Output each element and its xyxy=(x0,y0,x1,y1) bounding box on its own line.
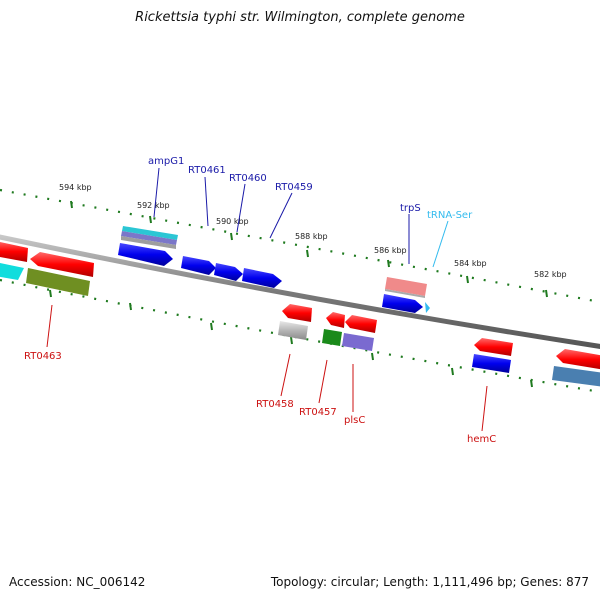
label-tRNA-Ser: tRNA-Ser xyxy=(427,210,473,221)
gene-tRNA-Ser[interactable] xyxy=(425,302,430,313)
genome-summary-text: Topology: circular; Length: 1,111,496 bp… xyxy=(270,575,589,589)
gene-hemC[interactable] xyxy=(472,338,513,373)
label-leaders xyxy=(46,167,488,432)
label-RT0461: RT0461 xyxy=(188,165,226,176)
gene-ampG1[interactable] xyxy=(118,243,173,266)
label-hemC: hemC xyxy=(467,434,496,445)
gene-RT0457[interactable] xyxy=(322,312,345,346)
label-RT0459: RT0459 xyxy=(275,182,313,193)
gene-RT0463-pair-left[interactable] xyxy=(0,241,28,280)
feature-trpS[interactable] xyxy=(385,277,427,298)
feature-ampG1[interactable] xyxy=(121,226,178,249)
label-RT0463: RT0463 xyxy=(24,351,62,362)
label-RT0458: RT0458 xyxy=(256,399,294,410)
label-trpS: trpS xyxy=(400,203,421,214)
map-title: Rickettsia typhi str. Wilmington, comple… xyxy=(135,10,465,25)
inner-ruler-ticks xyxy=(49,289,533,388)
gene-RT0459[interactable] xyxy=(242,268,282,288)
ruler-label-588: 588 kbp xyxy=(295,232,328,241)
inner-ruler-track xyxy=(0,278,600,394)
ruler-label-590: 590 kbp xyxy=(216,217,249,226)
gene-RT0461[interactable] xyxy=(181,256,216,275)
gene-RT0458[interactable] xyxy=(278,304,312,340)
gene-plsC[interactable] xyxy=(342,315,377,351)
label-ampG1: ampG1 xyxy=(148,156,184,167)
gene-trpS[interactable] xyxy=(382,294,423,313)
outer-ruler-track xyxy=(0,188,600,304)
label-plsC: plsC xyxy=(344,415,365,426)
genome-backbone xyxy=(0,234,600,349)
label-RT0460: RT0460 xyxy=(229,173,267,184)
outer-ruler-ticks xyxy=(70,200,548,298)
accession-text: Accession: NC_006142 xyxy=(9,575,146,589)
label-RT0457: RT0457 xyxy=(299,407,337,418)
gene-right-edge[interactable] xyxy=(552,349,600,387)
ruler-label-586: 586 kbp xyxy=(374,246,407,255)
gene-RT0463[interactable] xyxy=(26,252,94,296)
ruler-label-594: 594 kbp xyxy=(59,183,92,192)
ruler-label-584: 584 kbp xyxy=(454,259,487,268)
ruler-label-592: 592 kbp xyxy=(137,201,170,210)
ruler-label-582: 582 kbp xyxy=(534,270,567,279)
gene-RT0460[interactable] xyxy=(214,263,243,281)
